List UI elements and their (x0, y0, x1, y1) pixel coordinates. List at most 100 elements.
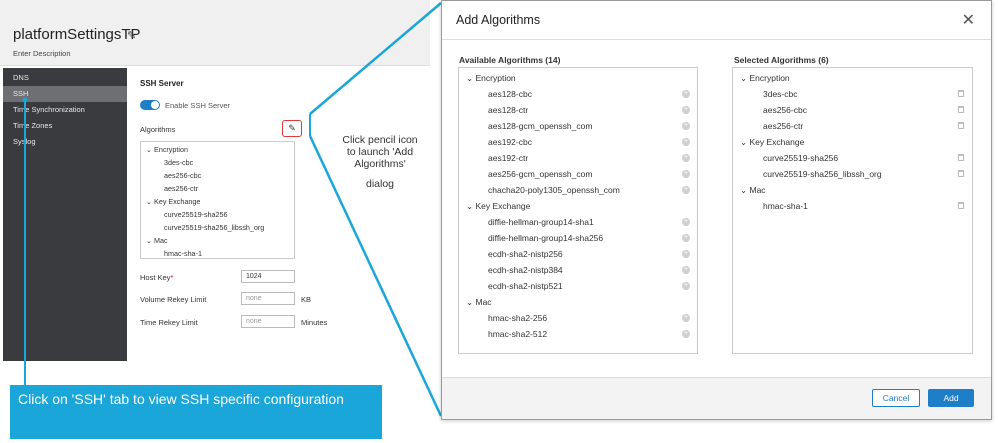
chevron-down-icon: ⌄ (740, 73, 748, 83)
add-button[interactable]: Add (928, 389, 974, 407)
available-group-mac[interactable]: ⌄ Mac (466, 297, 492, 307)
add-plus-icon[interactable]: + (682, 170, 690, 178)
tree-group-key-exchange[interactable]: ⌄ Key Exchange (146, 197, 201, 206)
callout-pointer-line (24, 100, 26, 386)
tree-group-mac[interactable]: ⌄ Mac (146, 236, 168, 245)
chevron-down-icon: ⌄ (466, 201, 474, 211)
volume-rekey-label: Volume Rekey Limit (140, 295, 207, 304)
dialog-divider (442, 39, 991, 40)
cancel-button[interactable]: Cancel (872, 389, 920, 407)
ssh-server-heading: SSH Server (140, 79, 184, 88)
trash-icon[interactable] (958, 202, 964, 209)
available-item[interactable]: aes128-gcm_openssh_com (488, 121, 593, 131)
page-header: platformSettingsTP ✎ Enter Description (0, 0, 430, 66)
dialog-title: Add Algorithms (456, 13, 541, 27)
add-plus-icon[interactable]: + (682, 266, 690, 274)
tree-item: curve25519-sha256 (164, 210, 228, 219)
selected-group-key-exchange[interactable]: ⌄ Key Exchange (740, 137, 805, 147)
host-key-input[interactable]: 1024 (241, 270, 295, 283)
sidebar-item-dns[interactable]: DNS (13, 73, 29, 82)
available-item[interactable]: diffie-hellman-group14-sha1 (488, 217, 594, 227)
trash-icon[interactable] (958, 106, 964, 113)
settings-sidebar: DNS SSH Time Synchronization Time Zones … (3, 68, 127, 361)
selected-group-mac[interactable]: ⌄ Mac (740, 185, 766, 195)
pencil-hint-text: Click pencil icon to launch 'Add Algorit… (342, 134, 418, 170)
add-plus-icon[interactable]: + (682, 250, 690, 258)
add-plus-icon[interactable]: + (682, 314, 690, 322)
selected-group-encryption[interactable]: ⌄ Encryption (740, 73, 790, 83)
available-item[interactable]: aes192-cbc (488, 137, 532, 147)
available-group-key-exchange[interactable]: ⌄ Key Exchange (466, 201, 531, 211)
page-description[interactable]: Enter Description (13, 49, 71, 58)
tree-item: hmac-sha-1 (164, 249, 202, 258)
sidebar-item-ssh[interactable]: SSH (3, 86, 127, 102)
tree-group-encryption[interactable]: ⌄ Encryption (146, 145, 188, 154)
selected-item[interactable]: aes256-cbc (763, 105, 807, 115)
time-rekey-unit: Minutes (301, 318, 328, 327)
tree-item: curve25519-sha256_libssh_org (164, 223, 265, 232)
available-item[interactable]: chacha20-poly1305_openssh_com (488, 185, 620, 195)
algorithms-tree: ⌄ Encryption 3des-cbc aes256-cbc aes256-… (140, 141, 295, 259)
selected-item[interactable]: curve25519-sha256 (763, 153, 839, 163)
chevron-down-icon: ⌄ (466, 297, 474, 307)
add-plus-icon[interactable]: + (682, 122, 690, 130)
pencil-hint-text-2: dialog (365, 178, 395, 190)
add-plus-icon[interactable]: + (682, 186, 690, 194)
add-plus-icon[interactable]: + (682, 90, 690, 98)
available-item[interactable]: hmac-sha2-512 (488, 329, 548, 339)
sidebar-item-time-zones[interactable]: Time Zones (13, 121, 53, 130)
page-title: platformSettingsTP (13, 26, 141, 43)
add-plus-icon[interactable]: + (682, 106, 690, 114)
available-item[interactable]: diffie-hellman-group14-sha256 (488, 233, 604, 243)
host-key-label: Host Key* (140, 273, 174, 282)
available-algorithms-panel: ⌄ Encryption aes128-cbc + aes128-ctr + a… (458, 67, 698, 354)
edit-algorithms-pencil-icon[interactable]: ✎ (282, 120, 302, 137)
add-plus-icon[interactable]: + (682, 282, 690, 290)
selected-item[interactable]: 3des-cbc (763, 89, 798, 99)
sidebar-item-time-synchronization[interactable]: Time Synchronization (13, 105, 85, 114)
available-item[interactable]: aes192-ctr (488, 153, 529, 163)
trash-icon[interactable] (958, 90, 964, 97)
trash-icon[interactable] (958, 170, 964, 177)
available-item[interactable]: aes128-cbc (488, 89, 532, 99)
add-algorithms-dialog: Add Algorithms ✕ Available Algorithms (1… (441, 0, 992, 420)
edit-title-pencil-icon[interactable]: ✎ (127, 30, 137, 42)
sidebar-item-syslog[interactable]: Syslog (3, 134, 127, 150)
available-item[interactable]: aes128-ctr (488, 105, 529, 115)
available-algorithms-title: Available Algorithms (14) (459, 55, 561, 65)
add-plus-icon[interactable]: + (682, 154, 690, 162)
available-item[interactable]: ecdh-sha2-nistp521 (488, 281, 563, 291)
add-plus-icon[interactable]: + (682, 138, 690, 146)
add-plus-icon[interactable]: + (682, 234, 690, 242)
volume-rekey-unit: KB (301, 295, 312, 304)
ssh-settings-panel: SSH Server Enable SSH Server Algorithms … (140, 68, 430, 361)
time-rekey-label: Time Rekey Limit (140, 318, 198, 327)
volume-rekey-input[interactable]: none (241, 292, 295, 305)
tree-item: aes256-ctr (164, 184, 198, 193)
selected-algorithms-title: Selected Algorithms (6) (734, 55, 829, 65)
chevron-down-icon: ⌄ (146, 145, 153, 154)
selected-item[interactable]: curve25519-sha256_libssh_org (763, 169, 882, 179)
available-item[interactable]: hmac-sha2-256 (488, 313, 548, 323)
trash-icon[interactable] (958, 122, 964, 129)
add-plus-icon[interactable]: + (682, 330, 690, 338)
algorithms-label: Algorithms (140, 125, 176, 134)
selected-item[interactable]: aes256-ctr (763, 121, 804, 131)
selected-item[interactable]: hmac-sha-1 (763, 201, 808, 211)
available-item[interactable]: aes256-gcm_openssh_com (488, 169, 593, 179)
available-group-encryption[interactable]: ⌄ Encryption (466, 73, 516, 83)
enable-ssh-toggle[interactable] (140, 100, 160, 110)
chevron-down-icon: ⌄ (740, 185, 748, 195)
chevron-down-icon: ⌄ (146, 197, 153, 206)
time-rekey-input[interactable]: none (241, 315, 295, 328)
selected-algorithms-panel: ⌄ Encryption 3des-cbc aes256-cbc aes256-… (732, 67, 973, 354)
enable-ssh-label: Enable SSH Server (165, 101, 231, 110)
available-item[interactable]: ecdh-sha2-nistp256 (488, 249, 563, 259)
add-plus-icon[interactable]: + (682, 218, 690, 226)
ssh-tab-callout: Click on 'SSH' tab to view SSH specific … (10, 385, 382, 439)
close-icon[interactable]: ✕ (961, 12, 975, 29)
chevron-down-icon: ⌄ (740, 137, 748, 147)
available-item[interactable]: ecdh-sha2-nistp384 (488, 265, 563, 275)
tree-item: aes256-cbc (164, 171, 202, 180)
trash-icon[interactable] (958, 154, 964, 161)
